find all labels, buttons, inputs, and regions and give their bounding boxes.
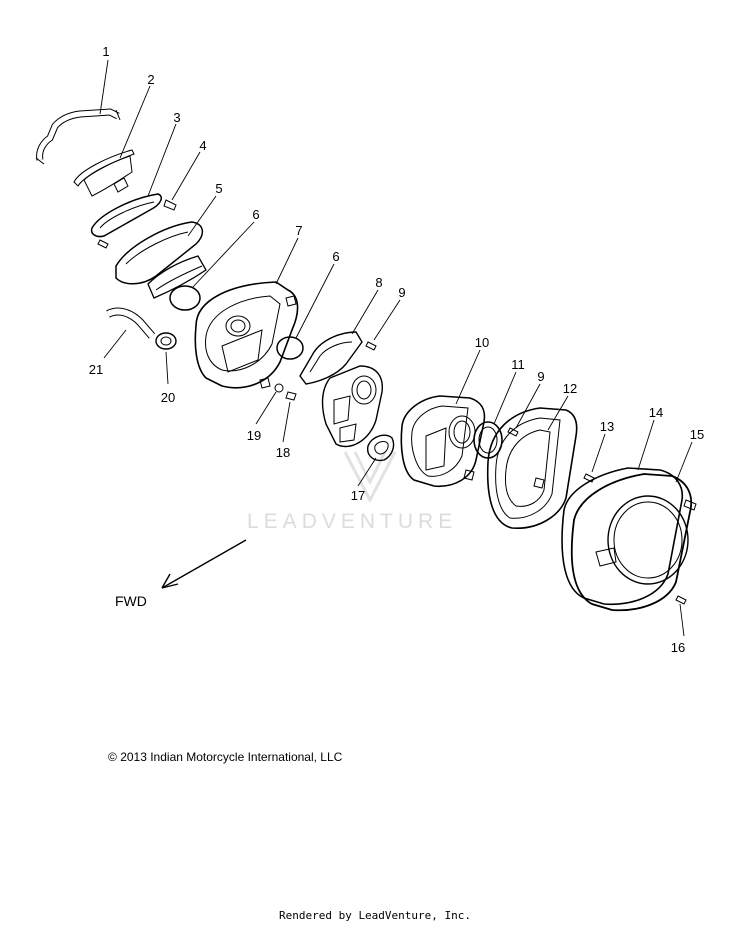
part-duct-5 <box>115 221 207 299</box>
callout-14: 14 <box>649 405 663 420</box>
callout-labels: 1 2 3 4 5 6 7 6 8 9 10 11 9 12 13 14 15 … <box>89 44 704 655</box>
part-hose-1 <box>35 108 121 165</box>
callout-1: 1 <box>102 44 109 59</box>
part-seal-14 <box>561 467 684 606</box>
rendered-by-footer: Rendered by LeadVenture, Inc. <box>278 909 472 922</box>
callout-4: 4 <box>199 138 206 153</box>
callout-19: 19 <box>247 428 261 443</box>
callout-5: 5 <box>215 181 222 196</box>
callout-15: 15 <box>690 427 704 442</box>
forward-arrow <box>161 539 247 589</box>
part-oring-6b <box>276 336 304 360</box>
callout-20: 20 <box>161 390 175 405</box>
callout-6b: 6 <box>332 249 339 264</box>
callout-18: 18 <box>276 445 290 460</box>
part-grommet-20 <box>155 332 177 350</box>
part-backplate-10 <box>400 395 486 487</box>
callout-13: 13 <box>600 419 614 434</box>
callout-12: 12 <box>563 381 577 396</box>
part-gasket-3 <box>90 193 163 238</box>
copyright-icon: © <box>108 750 117 764</box>
callout-6a: 6 <box>252 207 259 222</box>
part-bolt-18 <box>285 391 297 401</box>
part-screw-4 <box>97 199 177 249</box>
part-screw-16 <box>675 595 687 605</box>
callout-3: 3 <box>173 110 180 125</box>
callout-21: 21 <box>89 362 103 377</box>
watermark-emblem <box>343 451 397 504</box>
part-filter-12 <box>486 407 578 529</box>
part-washer-19 <box>274 383 284 393</box>
callout-2: 2 <box>147 72 154 87</box>
watermark: LEADVENTURE <box>247 510 458 533</box>
part-seal-11 <box>473 421 503 459</box>
callout-11: 11 <box>511 357 525 372</box>
part-oring-6a <box>169 285 201 311</box>
part-screw-9b <box>507 427 519 437</box>
callout-10: 10 <box>475 335 489 350</box>
callout-7: 7 <box>295 223 302 238</box>
callout-9a: 9 <box>398 285 405 300</box>
part-airbox-base-7 <box>194 281 299 389</box>
copyright-line: © 2013 Indian Motorcycle International, … <box>108 750 342 764</box>
part-throttle-body <box>321 365 383 448</box>
callout-16: 16 <box>671 640 685 655</box>
part-hose-21 <box>106 307 156 339</box>
part-cover-15 <box>570 473 697 612</box>
part-cap-2 <box>73 149 135 197</box>
part-boot-8 <box>299 331 363 385</box>
part-screw-13 <box>583 473 595 483</box>
callout-8: 8 <box>375 275 382 290</box>
part-screw-9a <box>365 341 377 351</box>
fwd-label: FWD <box>115 593 147 609</box>
part-gasket-17 <box>367 434 395 462</box>
leader-lines <box>99 59 693 637</box>
callout-9b: 9 <box>537 369 544 384</box>
copyright-text: 2013 Indian Motorcycle International, LL… <box>120 750 343 764</box>
callout-17: 17 <box>351 488 365 503</box>
